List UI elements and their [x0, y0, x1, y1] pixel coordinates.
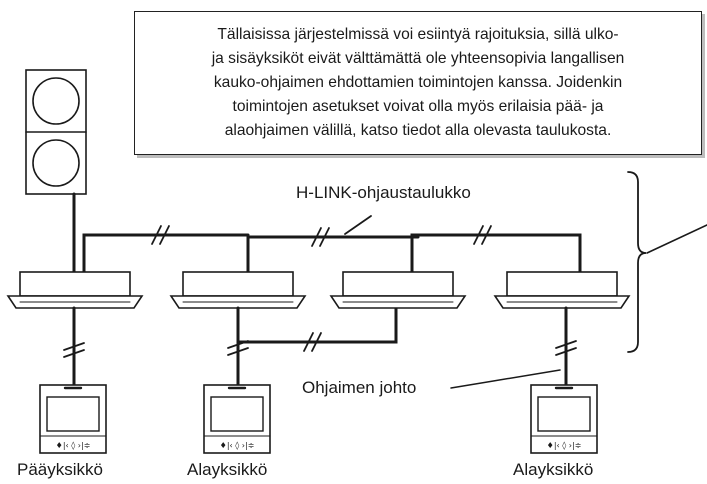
fan-top-icon [32, 77, 80, 125]
wire-break-marks [63, 225, 577, 358]
indoor-unit [169, 271, 307, 309]
outdoor-unit [25, 69, 87, 195]
note-line: kauko-ohjaimen ehdottamien toimintojen k… [213, 74, 623, 91]
note-line: ja sisäyksiköt eivät välttämättä ole yht… [211, 50, 625, 67]
remote-controller [530, 384, 598, 454]
h-link-label: H-LINK-ohjaustaulukko [296, 183, 471, 202]
sub-unit-label: Alayksikkö [513, 460, 594, 479]
controller-buttons-icon: ♦|‹ ◊ ›|≑ [220, 441, 255, 450]
indoor-unit [329, 271, 467, 309]
controller-buttons-icon: ♦|‹ ◊ ›|≑ [56, 441, 91, 450]
main-unit-label: Pääyksikkö [17, 460, 103, 479]
controller-wire-label: Ohjaimen johto [302, 378, 417, 397]
controller-buttons-icon: ♦|‹ ◊ ›|≑ [547, 441, 582, 450]
controller-wire-leader [450, 369, 561, 389]
controller-wiring [72, 306, 568, 387]
note-line: toimintojen asetukset voivat olla myös e… [232, 98, 604, 115]
remote-controller [203, 384, 271, 454]
group-brace-icon [627, 171, 647, 353]
brace-pointer [646, 224, 707, 254]
note-line: Tällaisissa järjestelmissä voi esiintyä … [217, 26, 619, 43]
h-link-wiring [72, 192, 582, 344]
compatibility-note: Tällaisissa järjestelmissä voi esiintyä … [134, 11, 702, 155]
note-line: alaohjaimen välillä, katso tiedot alla o… [224, 122, 612, 139]
indoor-unit [6, 271, 144, 309]
sub-unit-label: Alayksikkö [187, 460, 268, 479]
fan-bottom-icon [32, 139, 80, 187]
remote-controller [39, 384, 107, 454]
indoor-unit [493, 271, 631, 309]
